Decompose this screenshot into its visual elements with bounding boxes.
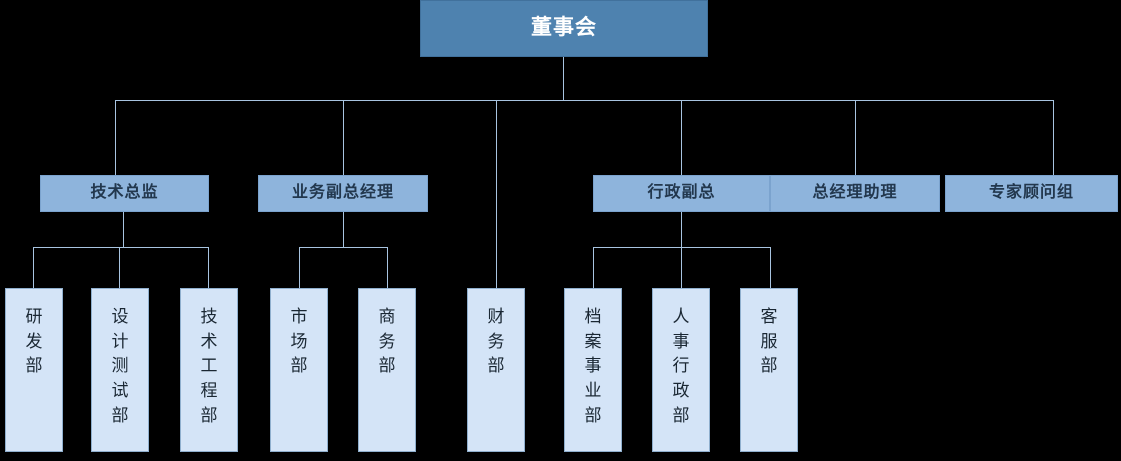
connector-to-market-dept (299, 247, 300, 288)
connector-bus-to-admin-vp (681, 100, 682, 175)
connector-tech-director-drop (123, 212, 124, 248)
node-label: 人 事 行 政 部 (672, 307, 690, 425)
node-label: 财 务 部 (487, 307, 505, 376)
connector-business-vp-bus (299, 247, 388, 248)
node-design-test-dept[interactable]: 设 计 测 试 部 (91, 288, 149, 452)
connector-to-archive-dept (593, 247, 594, 288)
connector-board-drop (563, 57, 564, 101)
node-admin-vp[interactable]: 行政副总 (593, 175, 770, 212)
node-label: 业务副总经理 (291, 184, 394, 202)
connector-admin-vp-drop (681, 212, 682, 248)
node-business-vp[interactable]: 业务副总经理 (258, 175, 428, 212)
connector-to-rd-dept (33, 247, 34, 288)
connector-bus-to-expert-group (1053, 100, 1054, 175)
node-tech-engineering-dept[interactable]: 技 术 工 程 部 (180, 288, 238, 452)
connector-admin-vp-bus (593, 247, 771, 248)
node-label: 研 发 部 (25, 307, 43, 376)
node-expert-advisory-group[interactable]: 专家顾问组 (945, 175, 1118, 212)
connector-tech-director-bus (33, 247, 209, 248)
node-market-dept[interactable]: 市 场 部 (270, 288, 328, 452)
node-label: 商 务 部 (378, 307, 396, 376)
connector-bus-to-business-vp (343, 100, 344, 175)
node-label: 董事会 (531, 16, 597, 40)
node-label: 总经理助理 (812, 184, 898, 202)
node-rd-dept[interactable]: 研 发 部 (5, 288, 63, 452)
node-tech-director[interactable]: 技术总监 (40, 175, 209, 212)
node-archive-dept[interactable]: 档 案 事 业 部 (564, 288, 622, 452)
node-label: 行政副总 (647, 184, 716, 202)
connector-to-design-test-dept (119, 247, 120, 288)
connector-bus-to-gm-assistant (855, 100, 856, 175)
node-customer-service-dept[interactable]: 客 服 部 (740, 288, 798, 452)
node-label: 技术总监 (90, 184, 159, 202)
node-label: 市 场 部 (290, 307, 308, 376)
node-label: 客 服 部 (760, 307, 778, 376)
connector-bus-to-tech-director (115, 100, 116, 175)
node-label: 专家顾问组 (988, 184, 1074, 202)
connector-main-bus (115, 100, 1054, 101)
connector-bus-to-finance-dept (496, 100, 497, 288)
node-commerce-dept[interactable]: 商 务 部 (358, 288, 416, 452)
node-board-of-directors[interactable]: 董事会 (420, 0, 708, 57)
connector-to-tech-eng-dept (208, 247, 209, 288)
node-label: 设 计 测 试 部 (111, 307, 129, 425)
node-gm-assistant[interactable]: 总经理助理 (770, 175, 940, 212)
node-finance-dept[interactable]: 财 务 部 (467, 288, 525, 452)
node-label: 档 案 事 业 部 (584, 307, 602, 425)
node-hr-admin-dept[interactable]: 人 事 行 政 部 (652, 288, 710, 452)
node-label: 技 术 工 程 部 (200, 307, 218, 425)
connector-to-hr-admin-dept (681, 247, 682, 288)
connector-business-vp-drop (343, 212, 344, 248)
connector-to-service-dept (770, 247, 771, 288)
connector-to-commerce-dept (387, 247, 388, 288)
